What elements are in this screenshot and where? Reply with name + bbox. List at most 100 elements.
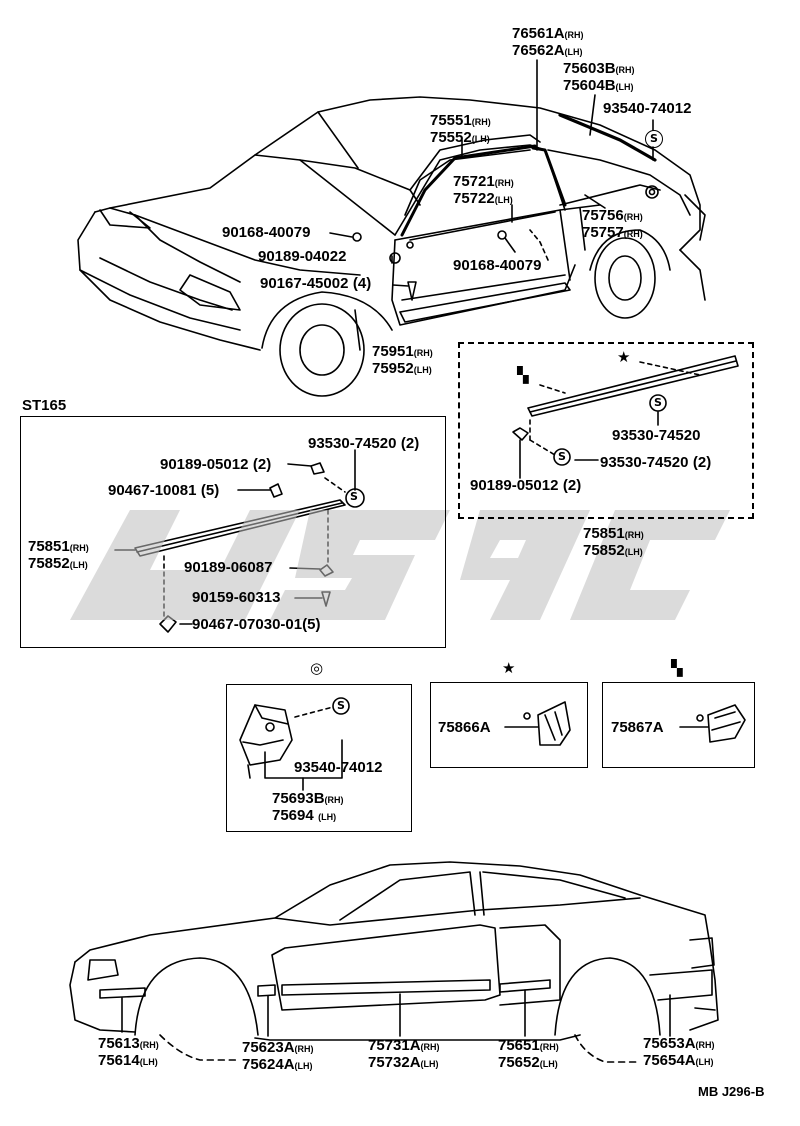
part-number: 75614 [98, 1052, 140, 1069]
part-label-90189-05012-d: 90189-05012 (2) [470, 478, 581, 494]
quantity: (2) [252, 456, 272, 473]
part-label-90467-07030-01: 90467-07030-01(5) [192, 617, 320, 633]
part-number: 75552 [430, 129, 472, 146]
part-label-75867A: 75867A [611, 719, 664, 736]
part-number: 75852 [583, 542, 625, 559]
side-suffix: (LH) [471, 134, 490, 144]
part-label-93540-74012-top: 93540-74012 [603, 100, 692, 117]
part-number: 75693B [272, 790, 325, 807]
st165-box [20, 416, 446, 648]
side-suffix: (RH) [564, 30, 584, 40]
part-label-93540-74012-detail: 93540-74012 [294, 759, 383, 776]
quantity: (5) [200, 482, 220, 499]
part-label-76562A: 76562A(LH) [512, 43, 583, 59]
dashed-exploded-view [512, 355, 739, 479]
part-number: 75604B [563, 77, 616, 94]
part-number: 76562A [512, 42, 565, 59]
checker-icon: ▚ [671, 659, 683, 677]
part-label-75731A: 75731A(RH) [368, 1038, 440, 1054]
section-label-st165: ST165 [22, 397, 67, 414]
side-suffix: (LH) [624, 547, 643, 557]
part-label-75604B: 75604B(LH) [563, 78, 634, 94]
side-suffix: (LH) [69, 560, 88, 570]
side-suffix: (RH) [413, 348, 433, 358]
part-label-75694: 75694 (LH) [272, 808, 336, 824]
part-label-75852-d: 75852(LH) [583, 543, 643, 559]
part-label-90189-04022: 90189-04022 [258, 248, 347, 265]
part-number: 93530-74520 [308, 435, 397, 452]
part-number: 75694 [272, 807, 314, 824]
part-label-75852-st: 75852(LH) [28, 556, 88, 572]
part-label-75722: 75722(LH) [453, 191, 513, 207]
part-label-93530-74520-st: 93530-74520 (2) [308, 436, 419, 452]
part-number: 75551 [430, 112, 472, 129]
part-number: 93530-74520 [600, 454, 689, 471]
part-label-75654A: 75654A(LH) [643, 1053, 714, 1069]
part-number: 90189-05012 [160, 456, 249, 473]
part-label-90167-45002: 90167-45002 (4) [260, 276, 371, 292]
s-mark-icon: S [337, 699, 345, 712]
part-label-75614: 75614(LH) [98, 1053, 158, 1069]
watermark-logo [70, 510, 730, 620]
side-suffix: (RH) [695, 1040, 715, 1050]
part-number: 75852 [28, 555, 70, 572]
part-label-75603B: 75603B(RH) [563, 61, 635, 77]
s-mark-icon: S [654, 396, 662, 409]
circle-callout-icon: ◎ [310, 659, 324, 677]
part-label-75866A: 75866A [438, 719, 491, 736]
top-leader-lines [329, 59, 654, 351]
part-label-90159-60313: 90159-60313 [192, 589, 281, 606]
quantity: (2) [400, 435, 420, 452]
part-number: 75732A [368, 1054, 421, 1071]
part-label-90168-40079-b: 90168-40079 [453, 257, 542, 274]
part-number: 75722 [453, 190, 495, 207]
part-number: 75623A [242, 1039, 295, 1056]
part-number: 75603B [563, 60, 616, 77]
part-number: 76561A [512, 25, 565, 42]
part-label-93530-74520-b: 93530-74520 (2) [600, 455, 711, 471]
side-suffix: (RH) [294, 1044, 314, 1054]
side-suffix: (LH) [420, 1059, 439, 1069]
side-suffix: (LH) [139, 1057, 158, 1067]
part-number: 90467-07030-01 [192, 616, 303, 633]
s-mark-icon: S [350, 490, 358, 503]
part-label-75721: 75721(RH) [453, 174, 514, 190]
side-suffix: (LH) [318, 812, 337, 822]
part-number: 75652 [498, 1054, 540, 1071]
side-suffix: (RH) [494, 178, 514, 188]
part-label-75552: 75552(LH) [430, 130, 490, 146]
part-number: 90467-10081 [108, 482, 197, 499]
part-label-93530-74520-a: 93530-74520 [612, 427, 701, 444]
s-mark-icon: S [558, 450, 566, 463]
side-suffix: (LH) [615, 82, 634, 92]
part-label-90189-06087: 90189-06087 [184, 559, 273, 576]
part-number: 75624A [242, 1056, 295, 1073]
star-icon: ★ [502, 659, 516, 677]
side-suffix: (RH) [324, 795, 344, 805]
quantity: (5) [302, 616, 321, 633]
side-suffix: (RH) [471, 117, 491, 127]
part-label-75757: 75757(RH) [582, 225, 643, 241]
part-label-75624A: 75624A(LH) [242, 1057, 313, 1073]
side-suffix: (LH) [695, 1057, 714, 1067]
side-suffix: (RH) [139, 1040, 159, 1050]
side-suffix: (LH) [294, 1061, 313, 1071]
top-car-illustration [77, 96, 706, 397]
side-suffix: (LH) [413, 365, 432, 375]
side-suffix: (RH) [623, 212, 643, 222]
side-suffix: (RH) [539, 1042, 559, 1052]
quantity: (4) [352, 275, 372, 292]
part-label-75623A: 75623A(RH) [242, 1040, 314, 1056]
part-label-75756: 75756(RH) [582, 208, 643, 224]
detail-bracket-75693 [239, 697, 350, 791]
detail-box-star [430, 682, 588, 768]
part-number: 75651 [498, 1037, 540, 1054]
part-label-75851-d: 75851(RH) [583, 526, 644, 542]
part-label-75653A: 75653A(RH) [643, 1036, 715, 1052]
side-suffix: (RH) [623, 229, 643, 239]
side-suffix: (RH) [624, 530, 644, 540]
star-icon: ★ [617, 348, 631, 366]
part-label-76561A: 76561A(RH) [512, 26, 584, 42]
s-mark-icon: S [645, 130, 663, 148]
